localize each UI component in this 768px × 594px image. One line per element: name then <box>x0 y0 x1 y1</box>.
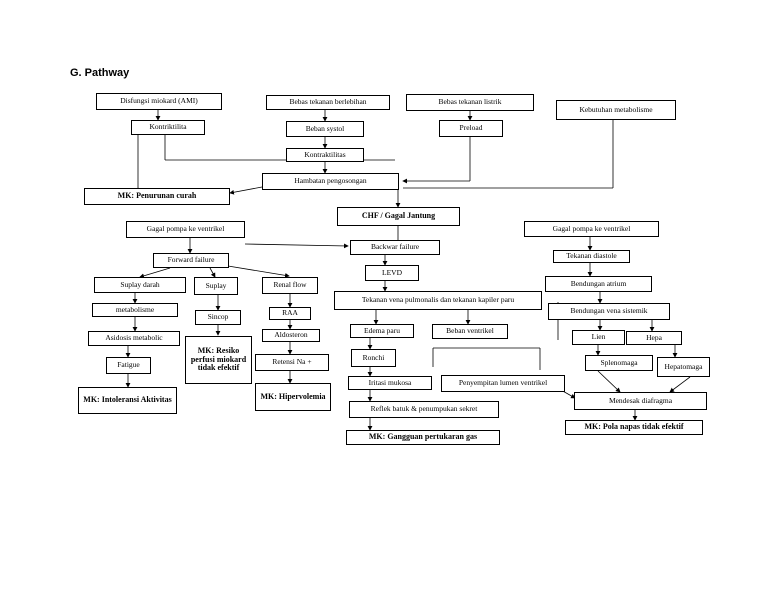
node-gagal-pompa-kanan: Gagal pompa ke ventrikel <box>524 221 659 237</box>
node-backwar-failure: Backwar failure <box>350 240 440 255</box>
node-chf-gagal-jantung: CHF / Gagal Jantung <box>337 207 460 226</box>
node-suplay: Suplay <box>194 277 238 295</box>
node-hepatomaga: Hepatomaga <box>657 357 710 377</box>
node-disfungsi-miokard: Disfungsi miokard (AMI) <box>96 93 222 110</box>
node-lien: Lien <box>572 330 625 345</box>
node-penyempitan-lumen: Penyempitan lumen ventrikel <box>441 375 565 392</box>
node-bendungan-atrium: Bendungan atrium <box>545 276 652 292</box>
node-bebas-tekanan-berlebihan: Bebas tekanan berlebihan <box>266 95 390 110</box>
node-mk-intoleransi-aktivitas: MK: Intoleransi Aktivitas <box>78 387 177 414</box>
node-mendesak-diafragma: Mendesak diafragma <box>574 392 707 410</box>
node-kontraktilitas: Kontraktilitas <box>286 148 364 162</box>
node-bebas-tekanan-listrik: Bebas tekanan listrik <box>406 94 534 111</box>
node-mk-pola-napas: MK: Pola napas tidak efektif <box>565 420 703 435</box>
node-aldosteron: Aldosteron <box>262 329 320 342</box>
node-reflek-batuk: Reflek batuk & penumpukan sekret <box>349 401 499 418</box>
node-forward-failure: Forward failure <box>153 253 229 268</box>
node-hepa: Hepa <box>626 331 682 345</box>
node-kontriktilitas: Kontriktilita <box>131 120 205 135</box>
node-edema-paru: Edema paru <box>350 324 414 338</box>
node-mk-penurunan-curah: MK: Penurunan curah <box>84 188 230 205</box>
node-hambatan-pengosongan: Hambatan pengosongan <box>262 173 399 190</box>
node-retensi-na: Retensi Na + <box>255 354 329 371</box>
node-mk-gangguan-gas: MK: Gangguan pertukaran gas <box>346 430 500 445</box>
node-ronchi: Ronchi <box>351 349 396 367</box>
node-mk-hipervolemia: MK: Hipervolemia <box>255 383 331 411</box>
node-iritasi-mukosa: Iritasi mukosa <box>348 376 432 390</box>
node-tekanan-vena-pulmonalis: Tekanan vena pulmonalis dan tekanan kapi… <box>334 291 542 310</box>
node-tekanan-diastole: Tekanan diastole <box>553 250 630 263</box>
page-title: G. Pathway <box>70 67 130 79</box>
node-fatigue: Fatigue <box>106 357 151 374</box>
node-kebutuhan-metabolisme: Kebutuhan metabolisme <box>556 100 676 120</box>
node-preload: Preload <box>439 120 503 137</box>
node-mk-risiko-perfusi: MK: Resiko perfusi miokard tidak efektif <box>185 336 252 384</box>
node-splenomaga: Splenomaga <box>585 355 653 371</box>
node-sincop: Sincop <box>195 310 241 325</box>
node-raa: RAA <box>269 307 311 320</box>
node-beban-ventrikel: Beban ventrikel <box>432 324 508 339</box>
node-renal-flow: Renal flow <box>262 277 318 294</box>
node-gagal-pompa-kiri: Gagal pompa ke ventrikel <box>126 221 245 238</box>
node-suplay-darah: Suplay darah <box>94 277 186 293</box>
node-asidosis-metabolic: Asidosis metabolic <box>88 331 180 346</box>
node-bendungan-vena-sistemik: Bendungan vena sistemik <box>548 303 670 320</box>
node-metabolisme: metabolisme <box>92 303 178 317</box>
node-levd: LEVD <box>365 265 419 281</box>
node-beban-systol: Beban systol <box>286 121 364 137</box>
